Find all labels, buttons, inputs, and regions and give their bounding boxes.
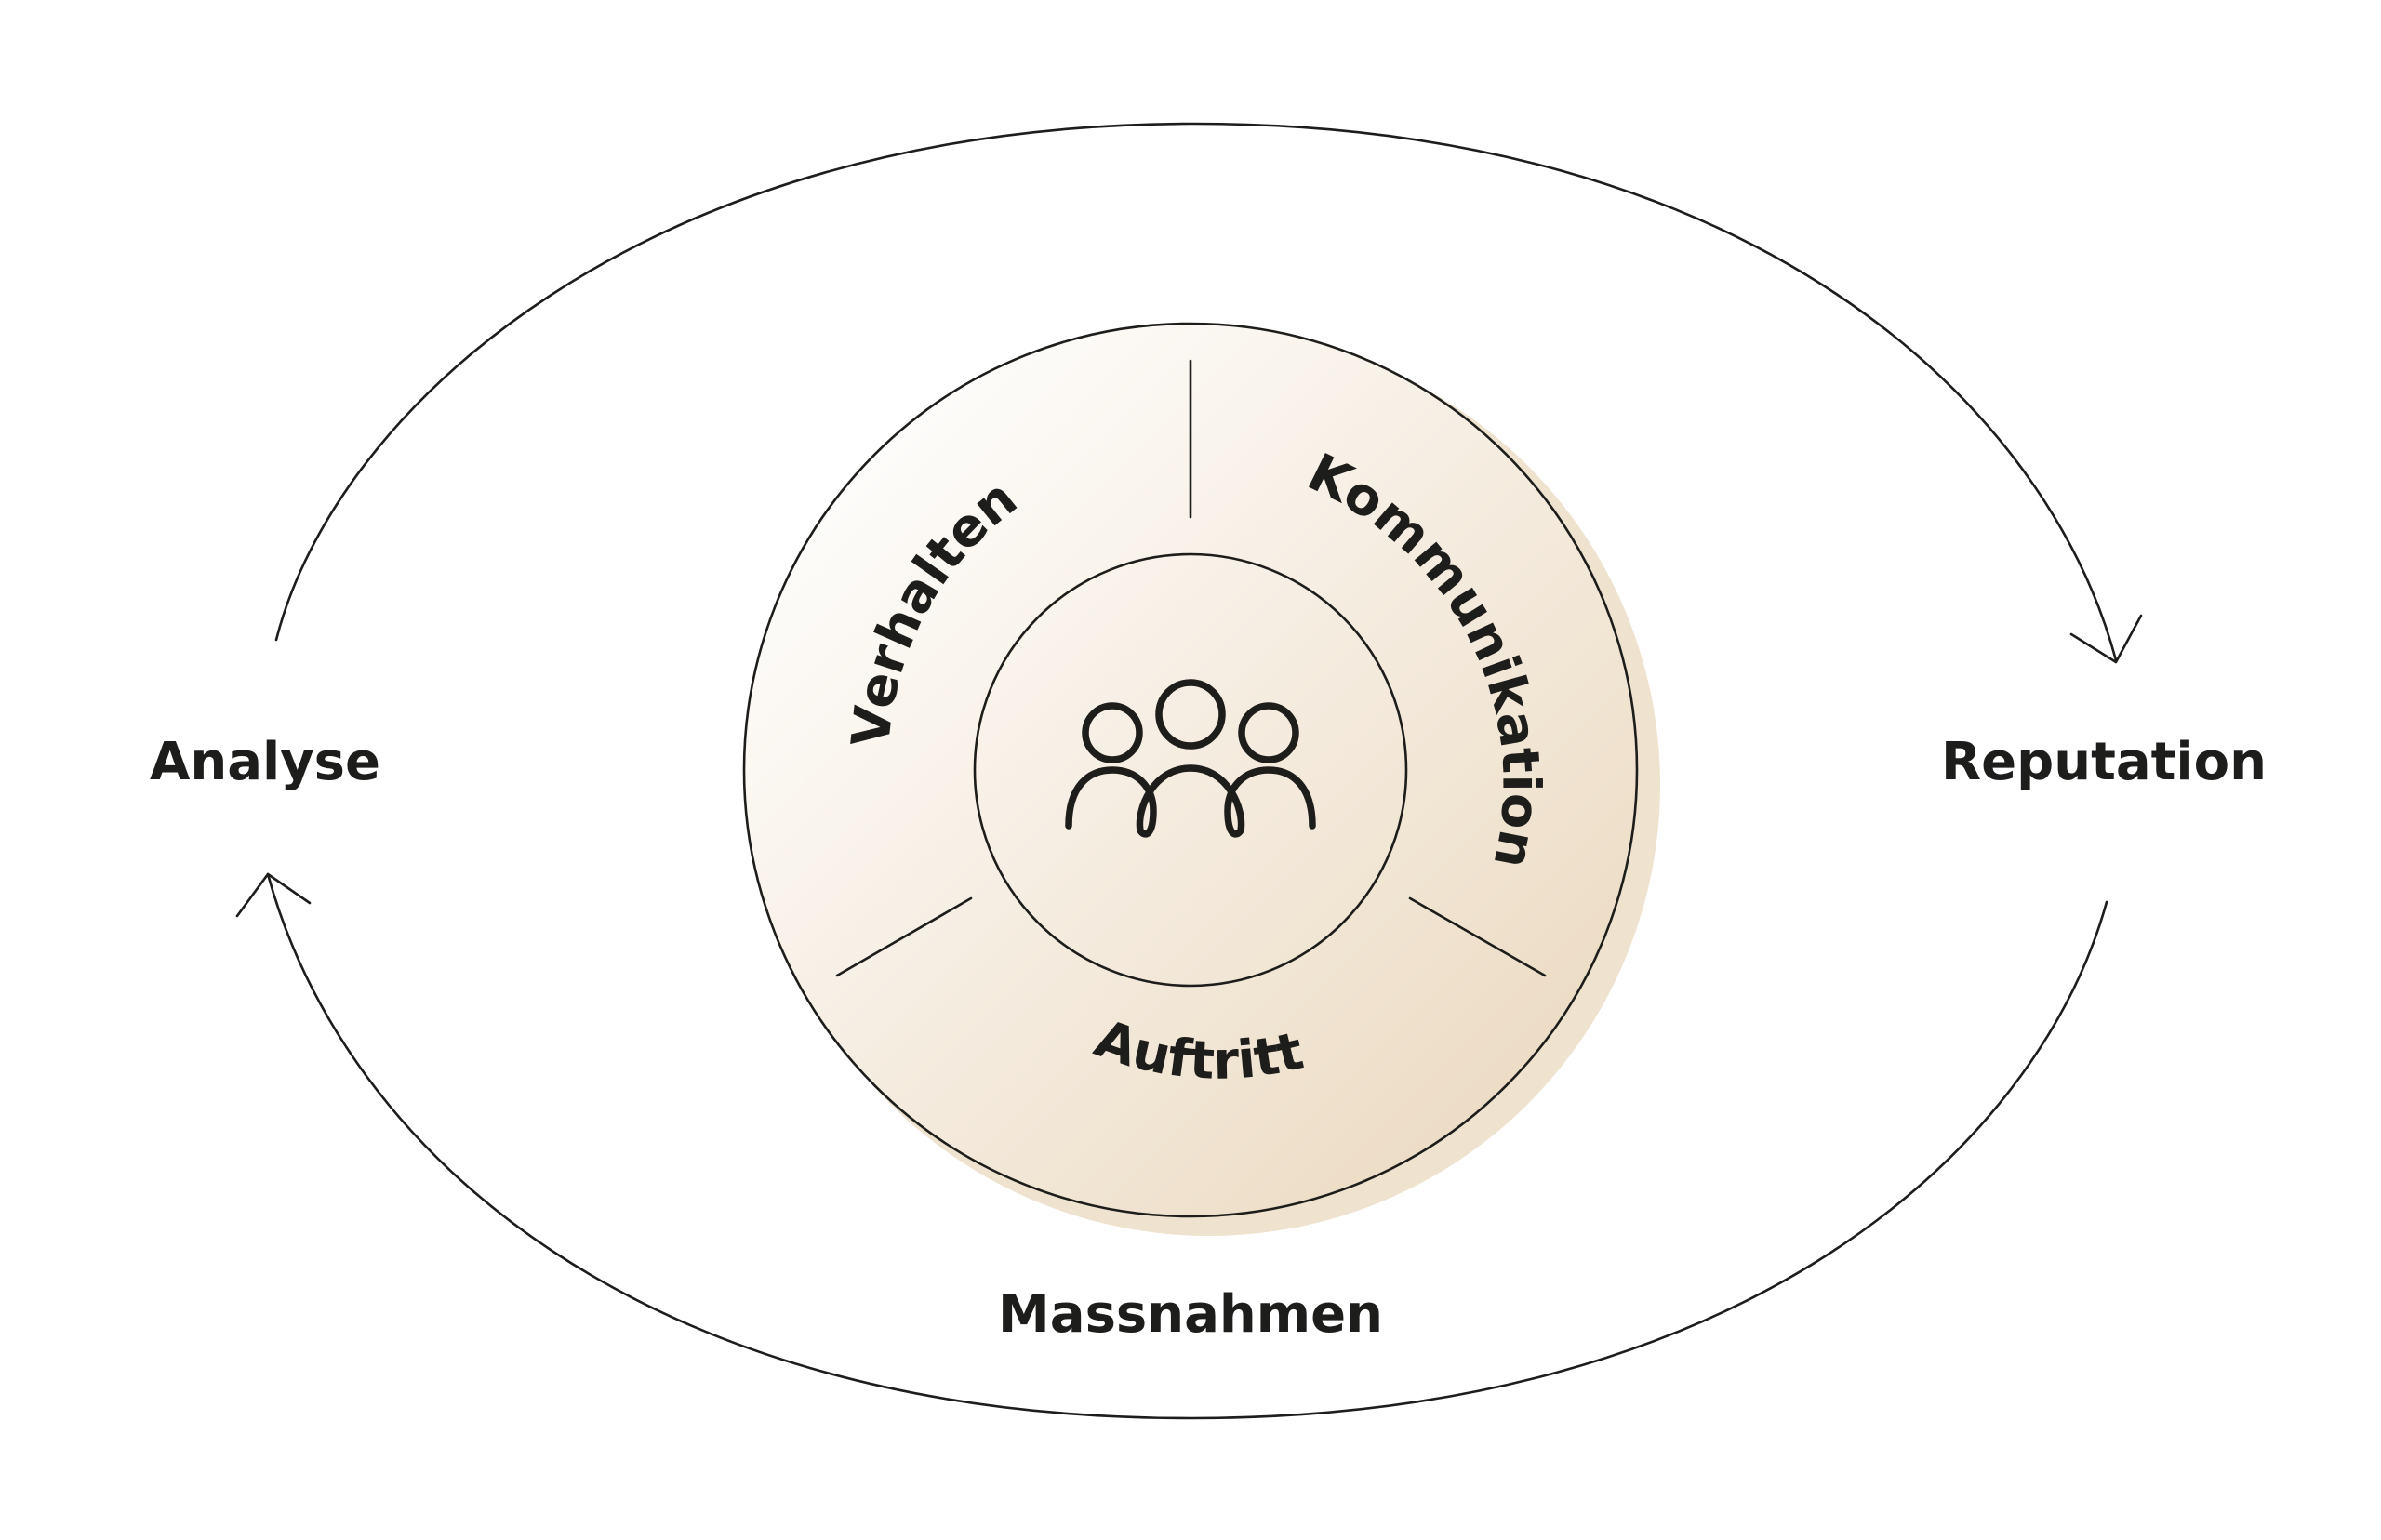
cycle-arrow-bottom xyxy=(266,872,2108,1420)
cycle-arrowhead-left xyxy=(235,872,312,918)
segment-divider-right xyxy=(1408,896,1547,977)
label-massnahmen: Massnahmen xyxy=(998,1284,1383,1345)
cycle-arrowhead-right xyxy=(2069,614,2143,664)
label-analyse: Analyse xyxy=(150,732,380,792)
people-group-icon xyxy=(1065,679,1316,838)
cycle-arrow-top xyxy=(274,122,2118,662)
label-reputation: Reputation xyxy=(1941,732,2267,792)
segment-divider-left xyxy=(835,896,973,977)
inner-circle xyxy=(973,552,1408,988)
